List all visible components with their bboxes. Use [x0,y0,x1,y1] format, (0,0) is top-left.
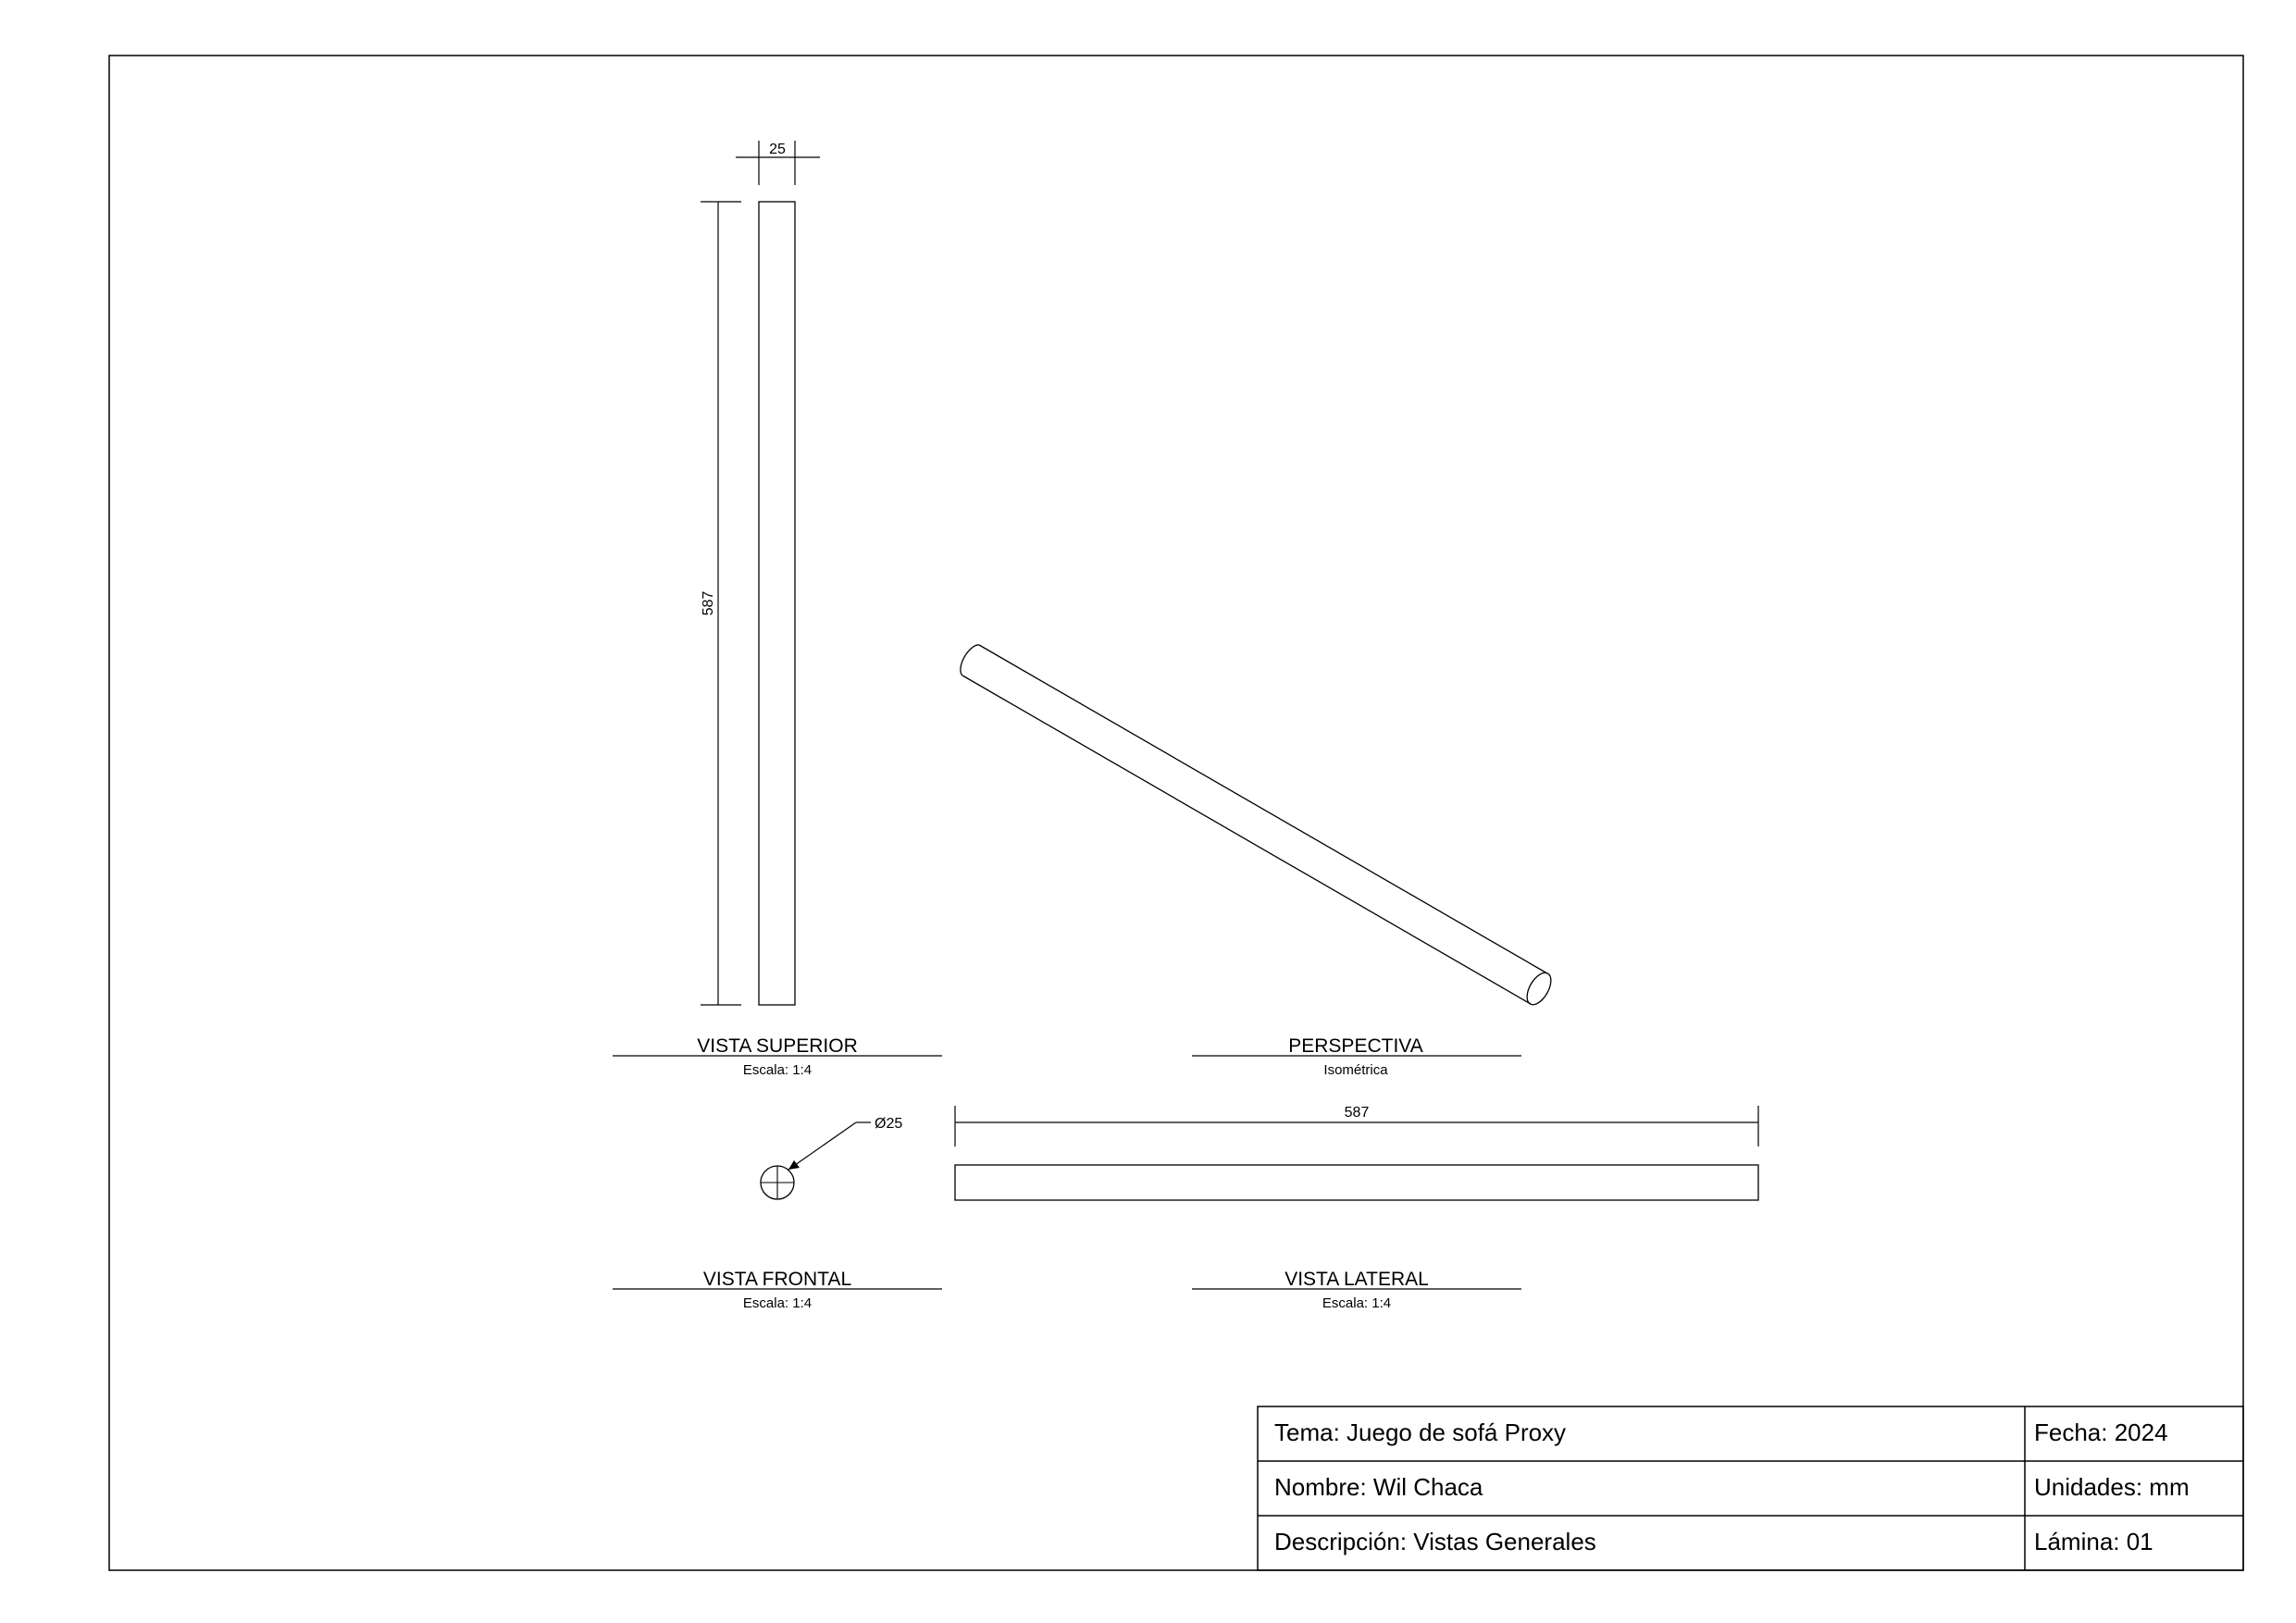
side-view-scale: Escala: 1:4 [1322,1295,1391,1311]
perspective-view: PERSPECTIVA Isométrica [960,644,1552,1078]
diameter-arrowhead [788,1160,800,1170]
descripcion-field: Descripción: Vistas Generales [1274,1528,1596,1555]
top-view-title: VISTA SUPERIOR [697,1035,858,1057]
tube-far-end [960,644,980,676]
front-view: Ø25 VISTA FRONTAL Escala: 1:4 [613,1116,942,1311]
top-view: 25 587 VISTA SUPERIOR Escala: 1:4 [613,141,942,1078]
top-view-scale: Escala: 1:4 [743,1062,812,1078]
title-block-frame [1257,1406,2244,1571]
tube-edge-lower [962,675,1532,1005]
side-length-dim-label: 587 [1345,1105,1370,1121]
diameter-leader [788,1121,857,1171]
persp-subtitle: Isométrica [1323,1062,1388,1078]
lamina-field: Lámina: 01 [2034,1528,2153,1555]
top-view-bar [758,201,796,1006]
fecha-field: Fecha: 2024 [2034,1419,2168,1446]
title-block: Tema: Juego de sofá Proxy Fecha: 2024 No… [1257,1406,2244,1571]
top-width-dim-label: 25 [769,142,786,157]
tema-field: Tema: Juego de sofá Proxy [1274,1419,1566,1446]
tube-near-end [1526,972,1552,1006]
diameter-dim-label: Ø25 [875,1116,902,1132]
unidades-field: Unidades: mm [2034,1473,2190,1501]
side-view-bar [954,1164,1759,1201]
persp-title: PERSPECTIVA [1288,1035,1422,1057]
top-length-dim-label: 587 [701,591,716,616]
side-view: 587 VISTA LATERAL Escala: 1:4 [954,1105,1759,1311]
nombre-field: Nombre: Wil Chaca [1274,1473,1483,1501]
front-view-title: VISTA FRONTAL [703,1269,851,1290]
sheet-border [108,55,2244,1571]
side-view-title: VISTA LATERAL [1285,1269,1429,1290]
front-view-scale: Escala: 1:4 [743,1295,812,1311]
tube-edge-upper [978,644,1548,974]
